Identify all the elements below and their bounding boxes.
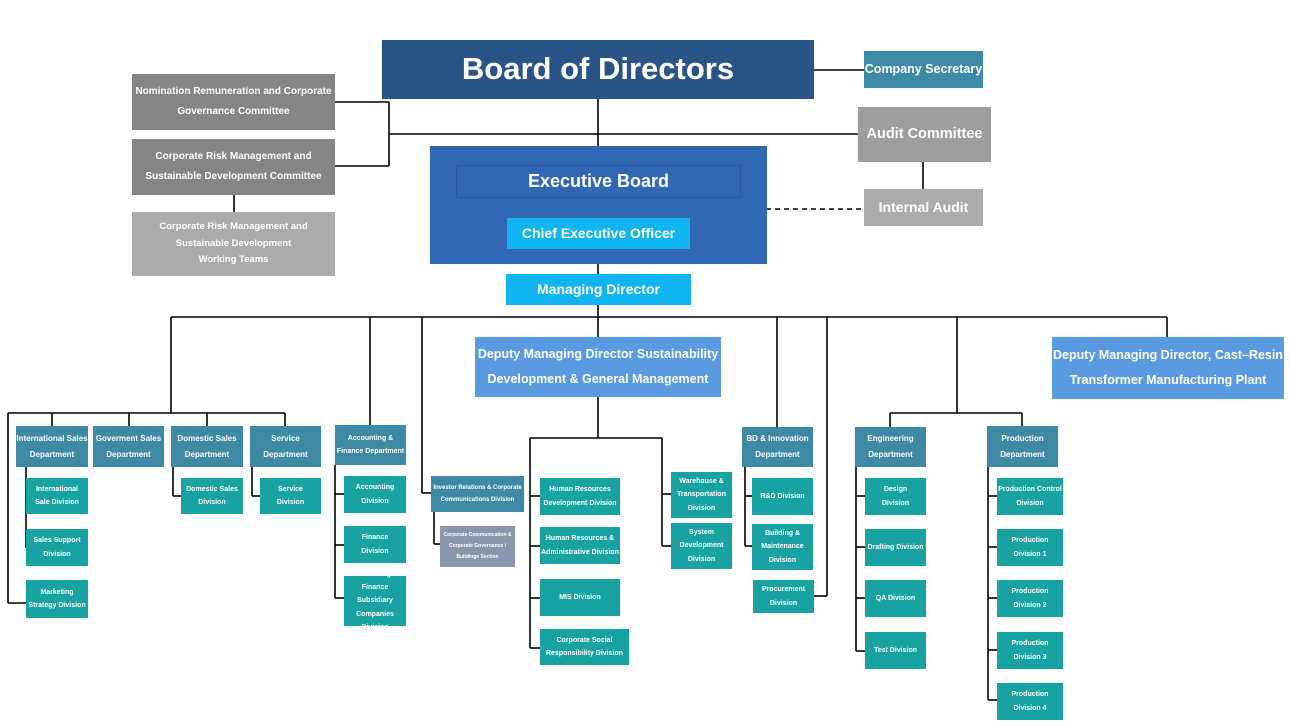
- test-division-box: Test Division: [865, 632, 926, 669]
- investor-relations-division-box: Investor Relations & Corporate Communica…: [431, 476, 524, 512]
- nomination-committee-box: Nomination Remuneration and Corporate Go…: [132, 74, 335, 130]
- domestic-sales-division-box: Domestic Sales Division: [181, 478, 243, 514]
- government-sales-department-box: Goverment Sales Department: [93, 426, 164, 467]
- drafting-division-box: Drafting Division: [865, 529, 926, 566]
- hr-administrative-division-box: Human Resources & Administrative Divisio…: [540, 527, 620, 564]
- international-sale-division-box: International Sale Division: [26, 478, 88, 514]
- finance-division-box: Finance Division: [344, 526, 406, 563]
- ceo-box: Chief Executive Officer: [507, 218, 690, 249]
- rnd-division-box: R&D Division: [752, 478, 813, 515]
- accounting-finance-department-box: Accounting & Finance Department: [335, 425, 406, 465]
- procurement-division-box: Procurement Division: [753, 580, 814, 613]
- international-sales-department-box: International Sales Department: [16, 426, 88, 467]
- hr-development-division-box: Human Resources Development Division: [540, 478, 620, 515]
- deputy-sustainability-box: Deputy Managing Director Sustainability …: [475, 337, 721, 397]
- executive-board-title: Executive Board: [456, 165, 741, 198]
- service-division-box: Service Division: [260, 478, 321, 514]
- deputy-cast-resin-box: Deputy Managing Director, Cast–Resin Tra…: [1052, 337, 1284, 399]
- warehouse-division-box: Warehouse & Transportation Division: [671, 472, 732, 518]
- production-division-3-box: Production Division 3: [997, 632, 1063, 669]
- risk-committee-box: Corporate Risk Management and Sustainabl…: [132, 139, 335, 195]
- board-of-directors-box: Board of Directors: [382, 40, 814, 99]
- production-control-division-box: Production Control Division: [997, 478, 1063, 515]
- production-division-4-box: Production Division 4: [997, 683, 1063, 720]
- system-development-division-box: System Development Division: [671, 523, 732, 569]
- domestic-sales-department-box: Domestic Sales Department: [171, 426, 243, 467]
- managing-director-box: Managing Director: [506, 274, 691, 305]
- csr-division-box: Corporate Social Responsibility Division: [540, 629, 629, 665]
- service-department-box: Service Department: [250, 426, 321, 467]
- mis-division-box: MIS Division: [540, 579, 620, 616]
- audit-committee-box: Audit Committee: [858, 107, 991, 162]
- production-division-1-box: Production Division 1: [997, 529, 1063, 566]
- building-maintenance-division-box: Building & Maintenance Division: [752, 524, 813, 570]
- org-connectors: [7, 69, 1168, 701]
- accounting-subsidiary-division-box: Accounting & Finance Subsidiary Companie…: [344, 571, 406, 631]
- accounting-division-box: Accounting Division: [344, 476, 406, 513]
- production-department-box: Production Department: [987, 426, 1058, 467]
- corporate-communication-section-box: Corporate Communication & Corporate Gove…: [440, 526, 515, 567]
- bd-innovation-department-box: BD & Innovation Department: [742, 427, 813, 467]
- production-division-2-box: Production Division 2: [997, 580, 1063, 617]
- qa-division-box: QA Division: [865, 580, 926, 617]
- design-division-box: Design Division: [865, 478, 926, 515]
- internal-audit-box: Internal Audit: [864, 189, 983, 226]
- engineering-department-box: Engineering Department: [855, 427, 926, 467]
- marketing-strategy-division-box: Marketing Strategy Division: [26, 580, 88, 618]
- company-secretary-box: Company Secretary: [864, 51, 983, 88]
- risk-working-teams-box: Corporate Risk Management and Sustainabl…: [132, 212, 335, 276]
- sales-support-division-box: Sales Support Division: [26, 529, 88, 566]
